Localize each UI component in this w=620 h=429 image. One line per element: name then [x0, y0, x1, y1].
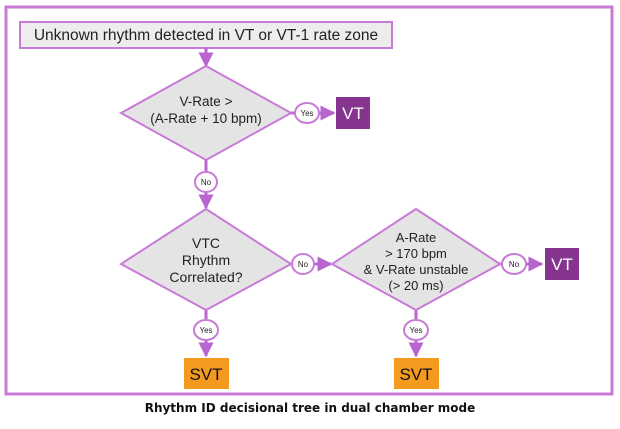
- no-label: No: [201, 178, 212, 187]
- yes-label: Yes: [199, 326, 212, 335]
- no-bubble: [501, 253, 527, 275]
- decision-arate-line4: (> 20 ms): [388, 278, 443, 293]
- decision-vtc-line3: Correlated?: [169, 269, 242, 285]
- decision-diamond-vrate: [118, 64, 294, 162]
- svt-box: [184, 358, 229, 389]
- decision-arate-line2: > 170 bpm: [385, 246, 447, 261]
- start-box-text: Unknown rhythm detected in VT or VT-1 ra…: [34, 27, 378, 44]
- vt-box-label: VT: [342, 104, 364, 123]
- no-label: No: [298, 260, 309, 269]
- decision-vrate-line1: V-Rate >: [180, 94, 233, 109]
- svt-box: [394, 358, 439, 389]
- decision-diamond-vtc: [119, 207, 293, 312]
- no-bubble: [291, 253, 315, 275]
- svt-box-label: SVT: [399, 365, 432, 384]
- decision-diamond-arate: [330, 207, 502, 312]
- svt-box-label: SVT: [189, 365, 222, 384]
- no-bubble: [194, 171, 218, 193]
- yes-bubble: [403, 319, 429, 341]
- vt-box-label: VT: [551, 255, 573, 274]
- figure-caption: Rhythm ID decisional tree in dual chambe…: [144, 401, 476, 415]
- vt-box: [545, 248, 579, 280]
- decision-arate-line1: A-Rate: [396, 230, 436, 245]
- decision-arate-line3: & V-Rate unstable: [364, 262, 469, 277]
- outer-frame: [4, 5, 614, 396]
- yes-bubble: [294, 102, 320, 124]
- vt-box: [336, 97, 370, 129]
- yes-label: Yes: [409, 326, 422, 335]
- no-label: No: [509, 260, 520, 269]
- decision-vtc-line2: Rhythm: [182, 252, 230, 268]
- yes-label: Yes: [300, 109, 313, 118]
- yes-bubble: [193, 319, 219, 341]
- decision-vtc-line1: VTC: [192, 235, 220, 251]
- decision-vrate-line2: (A-Rate + 10 bpm): [150, 111, 261, 126]
